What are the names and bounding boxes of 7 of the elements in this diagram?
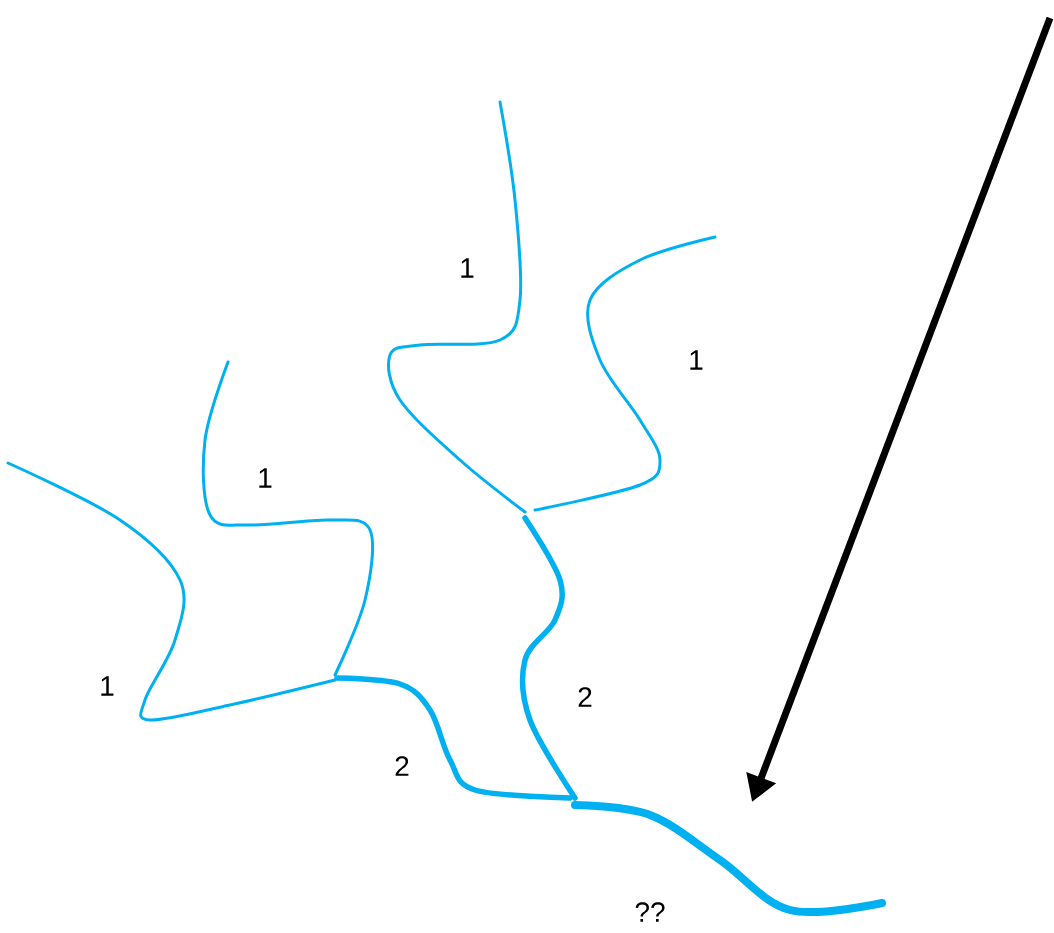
stream-order-label: ?? <box>635 902 665 922</box>
stream-order-label: 2 <box>578 687 592 707</box>
stream-order-label: 1 <box>461 258 474 278</box>
stream-order-label: 2 <box>395 756 409 776</box>
stream-order-label: 1 <box>101 676 114 696</box>
stream-order-label: 1 <box>690 350 703 370</box>
stream-order-label: 1 <box>259 468 272 488</box>
